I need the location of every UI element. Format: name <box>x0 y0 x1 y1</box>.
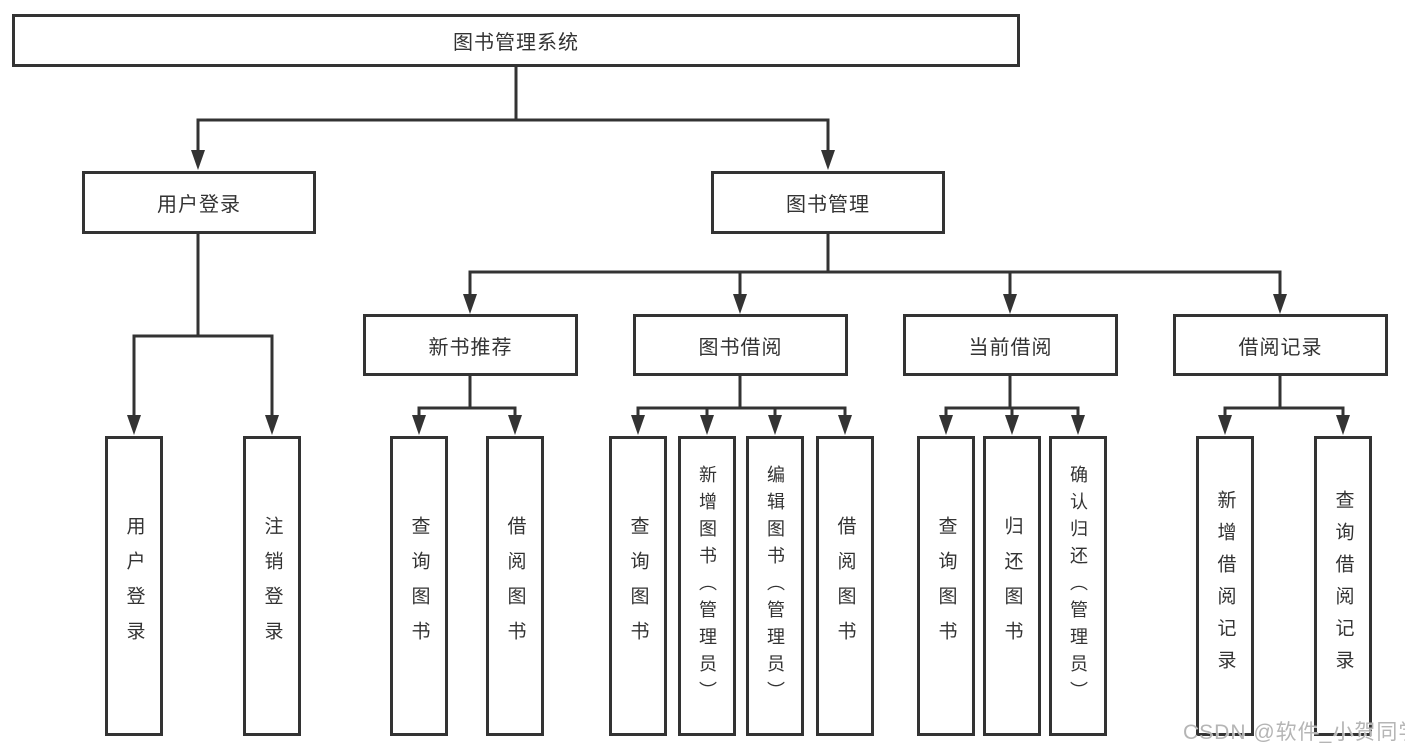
leaf-logout: 注销登录 <box>243 436 301 736</box>
node-new-book-recommend: 新书推荐 <box>363 314 578 376</box>
leaf-add-borrow-record: 新增借阅记录 <box>1196 436 1254 736</box>
leaf-confirm-return-admin: 确认归还（管理员） <box>1049 436 1107 736</box>
node-root-library-system: 图书管理系统 <box>12 14 1020 67</box>
leaf-query-books-current: 查询图书 <box>917 436 975 736</box>
leaf-edit-books-admin: 编辑图书（管理员） <box>746 436 804 736</box>
leaf-borrow-books: 借阅图书 <box>816 436 874 736</box>
node-current-borrow: 当前借阅 <box>903 314 1118 376</box>
node-borrow-records: 借阅记录 <box>1173 314 1388 376</box>
leaf-user-login: 用户登录 <box>105 436 163 736</box>
node-user-login: 用户登录 <box>82 171 316 234</box>
leaf-add-books-admin: 新增图书（管理员） <box>678 436 736 736</box>
node-book-management: 图书管理 <box>711 171 945 234</box>
leaf-query-books-borrow: 查询图书 <box>609 436 667 736</box>
node-book-borrow: 图书借阅 <box>633 314 848 376</box>
leaf-return-books: 归还图书 <box>983 436 1041 736</box>
leaf-query-books-recommend: 查询图书 <box>390 436 448 736</box>
leaf-borrow-books-recommend: 借阅图书 <box>486 436 544 736</box>
leaf-query-borrow-record: 查询借阅记录 <box>1314 436 1372 736</box>
csdn-watermark: CSDN @软件_小贺同学 <box>1183 721 1405 744</box>
